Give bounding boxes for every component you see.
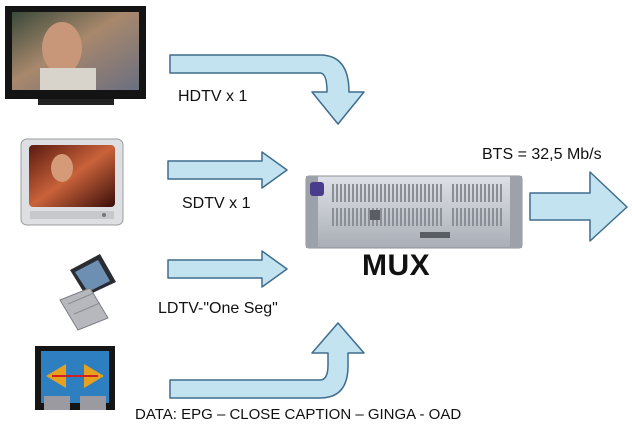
ldtv-arrow (167, 250, 288, 288)
data-terminal-icon (35, 346, 115, 410)
data-curved-arrow (169, 322, 365, 399)
hdtv-label: HDTV x 1 (178, 88, 248, 105)
mux-label: MUX (362, 249, 431, 282)
multiplexer-rack-icon (305, 175, 523, 249)
data-services-label: DATA: EPG – CLOSE CAPTION – GINGA - OAD (135, 406, 462, 423)
hdtv-curved-arrow (169, 54, 365, 125)
ldtv-label: LDTV-"One Seg" (158, 300, 278, 317)
sdtv-arrow (167, 151, 288, 189)
crt-television-icon (20, 138, 124, 226)
hdtv-television-icon (5, 6, 146, 105)
bts-bitrate-label: BTS = 32,5 Mb/s (482, 146, 602, 163)
output-arrow-icon (529, 171, 628, 242)
sdtv-label: SDTV x 1 (182, 195, 251, 212)
mobile-phone-icon (59, 254, 116, 331)
